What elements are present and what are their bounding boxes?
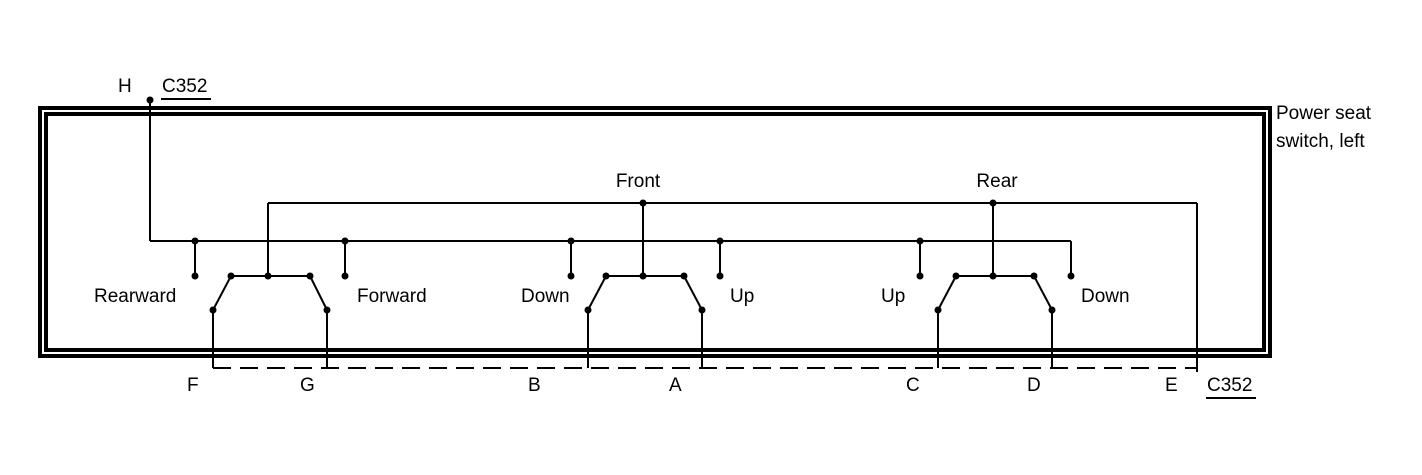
component-label-line2: switch, left <box>1276 131 1365 152</box>
switch-rear-left-label: Up <box>881 286 905 307</box>
switch-horizontal-right-label: Forward <box>357 286 427 307</box>
pin-label-a: A <box>669 375 682 396</box>
connector-top-label: C352 <box>162 76 207 97</box>
pin-label-d: D <box>1027 375 1041 396</box>
switch-housing <box>38 106 1272 358</box>
switch-horizontal-left-label: Rearward <box>94 286 176 307</box>
switch-front-left-label: Down <box>521 286 570 307</box>
switch-front <box>567 203 724 368</box>
connector-bottom-label: C352 <box>1207 375 1252 396</box>
pin-label-c: C <box>906 375 920 396</box>
pin-label-e: E <box>1165 375 1178 396</box>
pin-label-b: B <box>528 375 541 396</box>
pin-label-f: F <box>187 375 199 396</box>
switch-front-right-label: Up <box>730 286 754 307</box>
common-return-wire <box>267 199 1198 372</box>
component-label-line1: Power seat <box>1276 103 1372 124</box>
switch-horizontal <box>191 241 349 368</box>
switch-rear <box>916 203 1056 368</box>
switch-rear-title: Rear <box>976 171 1018 192</box>
switch-front-title: Front <box>616 171 661 192</box>
pin-label-h: H <box>118 76 132 97</box>
pin-label-g: G <box>300 375 315 396</box>
power-feed-wire <box>146 96 1075 280</box>
switch-rear-right-label: Down <box>1081 286 1130 307</box>
